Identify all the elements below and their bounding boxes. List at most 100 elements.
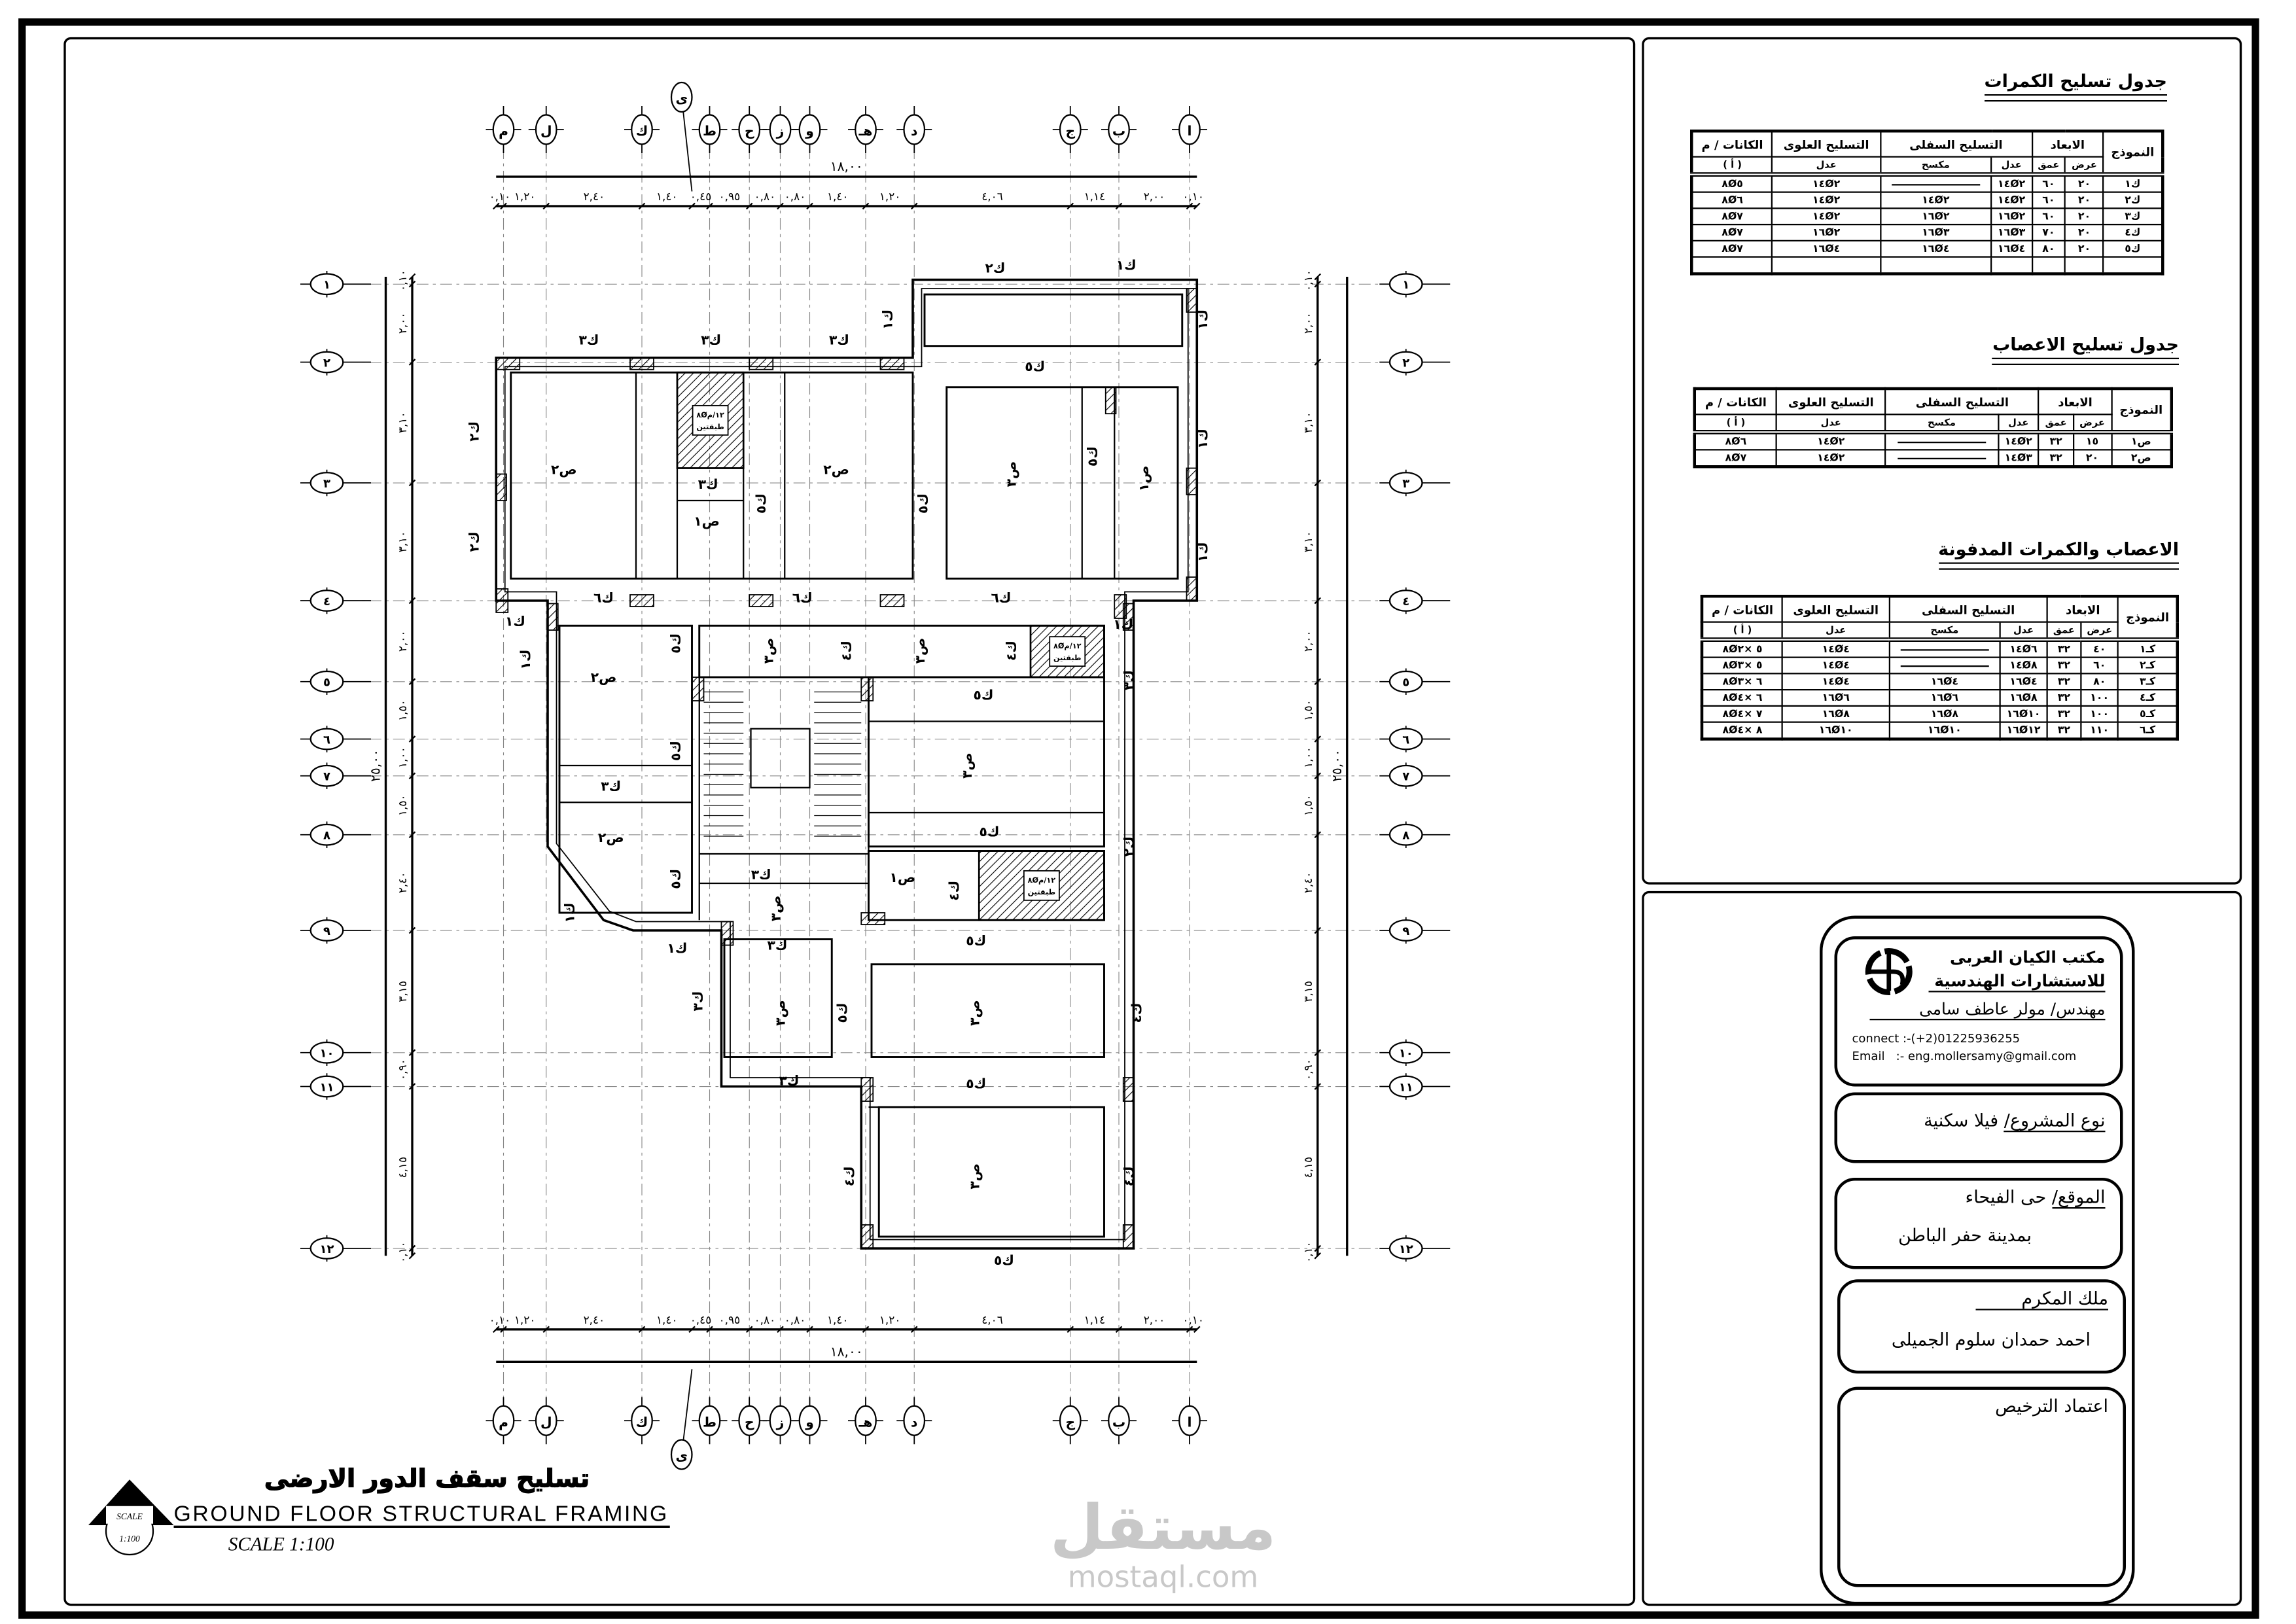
cell-value: ٨Ø٦ (1722, 194, 1743, 206)
member-label: ك٣ (779, 1072, 800, 1088)
member-label: ك٥ (1084, 446, 1100, 467)
column (879, 357, 905, 370)
email-address[interactable]: :- eng.mollersamy@gmail.com (1896, 1050, 2077, 1063)
grid-bubble (769, 114, 792, 145)
grid-axis-label: ح (745, 1414, 754, 1430)
table-cell (2064, 256, 2104, 275)
member-label: ك١ (1113, 616, 1133, 632)
grid-bubble (855, 1405, 877, 1436)
member-label: ك٤ (1122, 1166, 1137, 1186)
no-bent-bars-dash (1897, 440, 1986, 443)
header-width: عرض (2064, 156, 2104, 175)
cell-value: ١٦Ø٢ (1922, 210, 1950, 222)
grid-bubble (1388, 351, 1423, 374)
member-label: ص٢ (598, 830, 624, 845)
grid-bubble (855, 114, 877, 145)
member-label: ك٤ (839, 641, 855, 661)
location-line2: بمدينة حفر الباطن (1898, 1225, 2032, 1246)
header-model: النموذج (2110, 387, 2172, 433)
column (547, 603, 559, 631)
table-row (1691, 256, 2164, 275)
cell-value: ك١ (2125, 178, 2141, 190)
segment-dimension-text: ٠,١٠ (489, 190, 511, 203)
column (629, 357, 654, 370)
cell-value: ١٤Ø٣ (2004, 451, 2032, 464)
member-label: ص٣ (1004, 461, 1019, 487)
table-cell: ١٤Ø٢ (1990, 191, 2033, 209)
cell-value: كـ٣ (2139, 675, 2156, 688)
grid-axis-label: ١١ (1399, 1080, 1413, 1094)
table-cell: ٨Ø٥ ×٢ (1701, 637, 1783, 658)
header-top-steel: التسليح العلوى (1771, 130, 1881, 158)
header-stirrups: الكانات / م (1691, 130, 1773, 158)
member-label: ص٣ (966, 1000, 982, 1026)
office-name-line1: مكتب الكيان العربى (1950, 948, 2106, 968)
cell-value: ١٠٠ (2090, 708, 2110, 720)
member-label: ك٦ (991, 590, 1012, 605)
cell-value: كـ٦ (2139, 724, 2156, 736)
segment-dimension-text: ١,٤٠ (656, 1313, 678, 1326)
segment-dimension-text: ٠,١٠ (1182, 1313, 1204, 1326)
grid-bubble (631, 114, 653, 145)
header-stirrups-sub: ( أ ) (1701, 621, 1783, 641)
cell-value: ٢٠ (2077, 178, 2091, 190)
segment-dimension-text: ١,٠٠ (1301, 747, 1315, 768)
table-cell: ٢٠ (2064, 207, 2104, 226)
header-model: النموذج (2117, 595, 2178, 641)
column (860, 677, 874, 701)
member-label: ص٣ (772, 1000, 788, 1026)
grid-bubble (1388, 590, 1423, 612)
cell-value: ٣٢ (2057, 724, 2071, 736)
grid-axis-label: ٣ (1402, 477, 1409, 491)
grid-axis-label: ٩ (1402, 925, 1409, 938)
no-bent-bars-dash (1900, 664, 1989, 667)
table-cell: ١٤Ø٢ (1879, 191, 1992, 209)
table-cell: ٢٠ (2064, 191, 2104, 209)
segment-dimension-text: ٠,٨٠ (785, 1313, 806, 1326)
column (879, 594, 905, 607)
table-cell: ٧٠ (2031, 224, 2066, 241)
cell-value: ٨Ø٧ ×٤ (1722, 708, 1763, 720)
hatch-note: طبقتين (1053, 654, 1082, 662)
cell-value: ١٦Ø٤ (1922, 243, 1950, 255)
cell-value: ١٤Ø٢ (1817, 436, 1845, 448)
grid-axis-label: ٥ (323, 676, 330, 690)
slab-panel (868, 676, 1105, 848)
grid-bubble (309, 764, 344, 787)
location-box: الموقع/ حى الفيحاء بمدينة حفر الباطن (1834, 1178, 2123, 1269)
member-label: ص٣ (768, 895, 784, 921)
cell-value: ١٤Ø٢ (1817, 451, 1845, 464)
grid-bubble (309, 1237, 344, 1260)
grid-axis-label: و (805, 123, 814, 139)
grid-bubble (903, 114, 926, 145)
table-cell: ١٦Ø٤ (1990, 239, 2033, 258)
grid-axis-label: ز (776, 123, 785, 139)
cell-value: ١٦Ø٣ (1922, 226, 1950, 239)
member-label: ك٥ (753, 493, 769, 514)
table-cell: ٣٢ (2046, 637, 2082, 658)
table-cell (1771, 256, 1881, 275)
column (860, 1077, 874, 1102)
member-label: ص٣ (912, 638, 928, 664)
sheet-border (18, 18, 2259, 1619)
table-cell: ١٤Ø٤ (1781, 656, 1890, 675)
cell-value: ص٢ (2130, 451, 2151, 464)
cell-value: ٢٠ (2077, 194, 2091, 206)
grid-axis-label: ٢ (323, 356, 330, 370)
segment-dimension-text: ٠,٩٥ (719, 190, 741, 203)
cell-value: ١٦Ø٣ (1998, 226, 2026, 239)
table-cell: ١٦Ø٢ (1879, 207, 1992, 226)
grid-axis-label: ١١ (320, 1080, 334, 1094)
grid-axis-label: هـ (858, 123, 873, 139)
grid-bubble (631, 1405, 653, 1436)
hatch-note: طبقتين (1028, 888, 1056, 896)
hatch-note: ٨Ø١٢/م (1028, 876, 1056, 885)
header-width: عرض (2079, 621, 2119, 641)
header-dimensions: الابعاد (2038, 387, 2113, 415)
member-label: ك١ (667, 940, 688, 956)
header-stirrups-sub: ( أ ) (1691, 156, 1773, 175)
member-label: ك٣ (751, 866, 771, 882)
